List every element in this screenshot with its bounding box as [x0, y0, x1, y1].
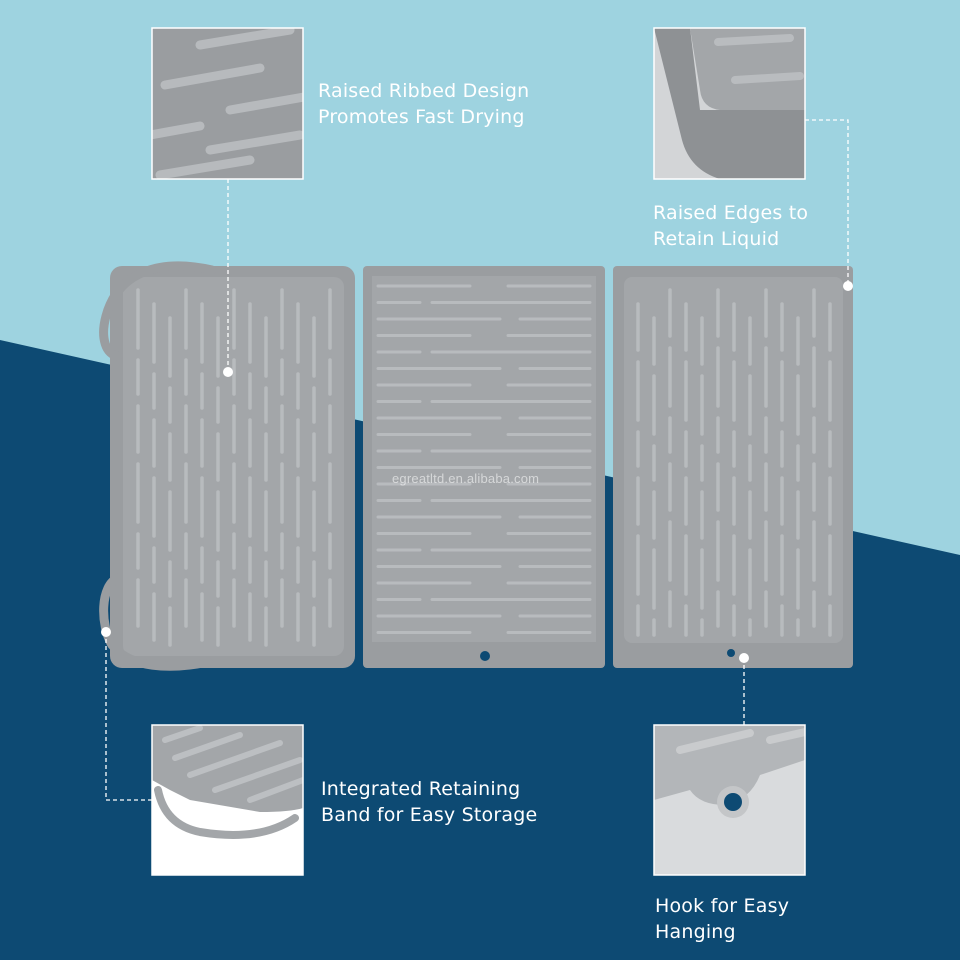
hook-pointer-dot — [739, 653, 749, 663]
hook-hole-middle — [480, 651, 490, 661]
edges-label-line1: Raised Edges to — [653, 202, 809, 224]
retaining-band-label: Integrated Retaining Band for Easy Stora… — [321, 776, 537, 828]
guide-dots — [101, 281, 853, 663]
edge-detail-image — [653, 27, 806, 180]
retaining-band-bottom — [99, 573, 213, 671]
edges-label-line2: Retain Liquid — [653, 228, 780, 250]
hook-hole-right — [727, 649, 735, 657]
band-label-line1: Integrated Retaining — [321, 778, 521, 800]
hook-label-line2: Hanging — [655, 921, 736, 943]
band-label-line2: Band for Easy Storage — [321, 804, 538, 826]
ribbed-pointer-dot — [223, 367, 233, 377]
ribs-middle — [376, 284, 592, 634]
watermark-text: egreatltd.en.alibaba.com — [392, 471, 540, 486]
hook-detail-image — [653, 724, 806, 876]
hook-label-line1: Hook for Easy — [655, 895, 790, 917]
guide-lines — [105, 119, 849, 801]
ribbed-label-line1: Raised Ribbed Design — [318, 80, 530, 102]
ribbed-label-line2: Promotes Fast Drying — [318, 106, 525, 128]
ribs-right — [636, 288, 832, 637]
band-detail-image — [151, 724, 304, 876]
ribbed-design-label: Raised Ribbed Design Promotes Fast Dryin… — [318, 78, 529, 130]
hook-hanging-label: Hook for Easy Hanging — [655, 893, 789, 945]
retaining-band-top — [99, 261, 217, 361]
band-pointer-dot — [101, 627, 111, 637]
raised-edges-label: Raised Edges to Retain Liquid — [653, 200, 808, 252]
drying-mat — [99, 261, 853, 671]
ribs-left — [136, 288, 332, 647]
edge-pointer-dot — [843, 281, 853, 291]
ribbed-detail-image — [151, 27, 304, 180]
